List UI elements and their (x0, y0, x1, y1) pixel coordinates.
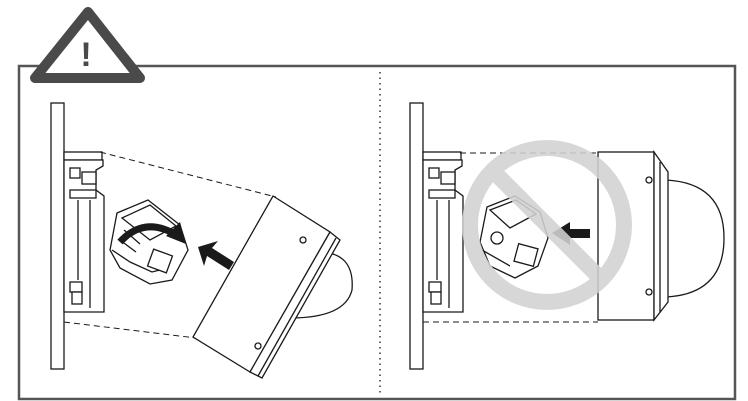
correct-installation-panel (50, 102, 353, 379)
incorrect-installation-panel (409, 102, 725, 370)
push-arrow-icon (198, 241, 234, 270)
mount-bracket (63, 151, 105, 313)
camera-module (109, 199, 189, 285)
wall (409, 102, 424, 370)
guide-lines (63, 151, 277, 339)
dome-cover (192, 195, 353, 379)
prohibited-sign-icon (462, 140, 632, 310)
warning-triangle-icon: ! (30, 7, 145, 83)
warning-symbol: ! (80, 36, 91, 74)
diagram-frame (17, 64, 737, 401)
mount-bracket (422, 151, 464, 313)
wall (50, 102, 65, 370)
